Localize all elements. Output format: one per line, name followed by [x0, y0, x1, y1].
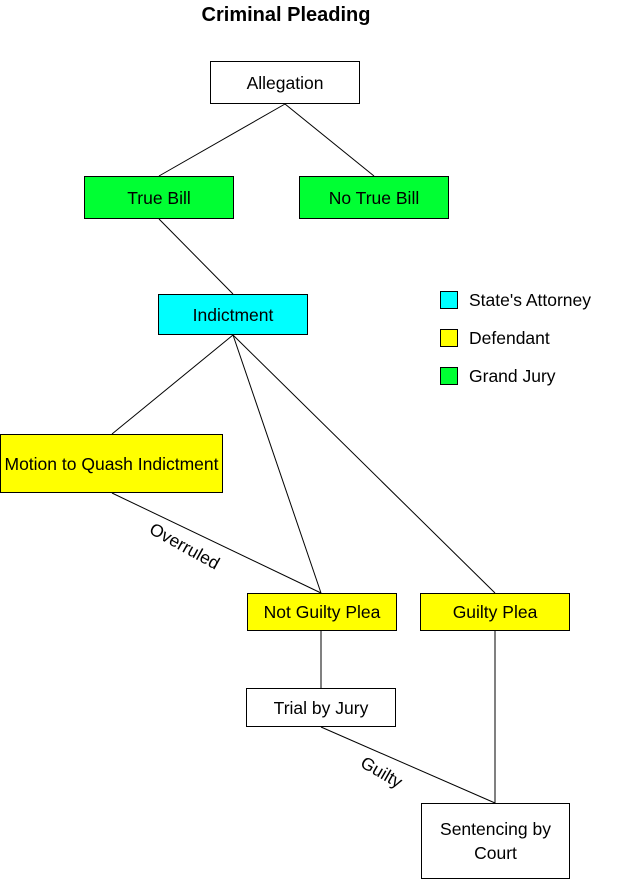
legend-label-grand-jury: Grand Jury	[469, 365, 556, 386]
edge-allegation-no-true-bill	[284, 103, 375, 177]
legend-swatch-grand-jury	[440, 367, 458, 385]
edge-indictment-guilty-plea	[232, 334, 496, 594]
node-not-guilty-plea: Not Guilty Plea	[247, 593, 397, 631]
node-true-bill: True Bill	[84, 176, 234, 219]
legend-swatch-state-attorney	[440, 291, 458, 309]
edge-true-bill-indictment	[158, 218, 234, 295]
legend-item-state-attorney: State's Attorney	[440, 290, 591, 310]
legend-swatch-defendant	[440, 329, 458, 347]
legend-item-defendant: Defendant	[440, 328, 550, 348]
node-allegation: Allegation	[210, 61, 360, 104]
edge-trial-sentencing	[320, 726, 496, 804]
legend-label-state-attorney: State's Attorney	[469, 289, 592, 310]
legend-item-grand-jury: Grand Jury	[440, 366, 556, 386]
edge-motion-not-guilty	[111, 492, 322, 594]
edge-allegation-true-bill	[158, 103, 286, 177]
diagram-title: Criminal Pleading	[201, 4, 371, 26]
node-indictment: Indictment	[158, 294, 308, 335]
node-sentencing-by-court: Sentencing by Court	[421, 803, 570, 879]
legend-label-defendant: Defendant	[469, 327, 550, 348]
node-motion-to-quash: Motion to Quash Indictment	[0, 434, 223, 493]
node-trial-by-jury: Trial by Jury	[246, 688, 396, 727]
edge-indictment-not-guilty	[232, 334, 322, 594]
node-guilty-plea: Guilty Plea	[420, 593, 570, 631]
node-no-true-bill: No True Bill	[299, 176, 449, 219]
edge-indictment-motion	[111, 334, 234, 435]
